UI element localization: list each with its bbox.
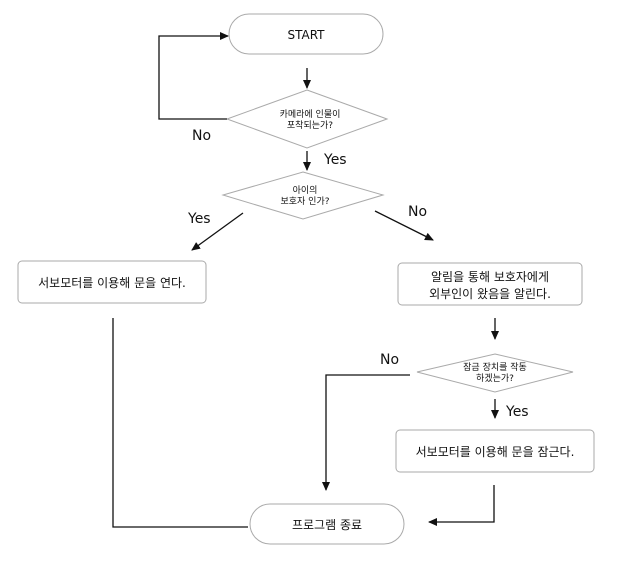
lock-door-label: 서보모터를 이용해 문을 잠근다. <box>416 445 575 459</box>
notify-guardian-line2: 외부인이 왔음을 알린다. <box>429 286 551 301</box>
edge-label-lock-no: No <box>380 352 399 368</box>
edge-label-guardian-no: No <box>408 204 427 220</box>
connector-guardian-yes <box>191 212 244 251</box>
edge-label-camera-no: No <box>192 128 211 144</box>
edge-label-lock-yes: Yes <box>505 404 529 420</box>
edge-label-camera-yes: Yes <box>323 152 347 168</box>
end-label: 프로그램 종료 <box>292 518 362 532</box>
guardian-decision-line2: 보호자 인가? <box>280 196 329 207</box>
lock-decision: 잠금 장치를 작동 하겠는가? <box>416 353 574 393</box>
connector-open-door-to-end <box>112 318 248 528</box>
connector-guardian-no <box>374 210 434 241</box>
camera-decision-line1: 카메라에 인물이 <box>280 109 341 120</box>
lock-door-node: 서보모터를 이용해 문을 잠근다. <box>395 429 595 473</box>
edge-label-guardian-yes: Yes <box>187 211 211 227</box>
start-node: START <box>228 13 384 55</box>
lock-decision-line2: 하겠는가? <box>476 373 514 384</box>
end-node: 프로그램 종료 <box>249 503 405 545</box>
notify-guardian-line1: 알림을 통해 보호자에게 <box>431 270 549 284</box>
notify-guardian-node: 알림을 통해 보호자에게 외부인이 왔음을 알린다. <box>397 262 583 306</box>
connector-camera-no-loop <box>158 32 229 120</box>
start-label: START <box>287 28 325 42</box>
guardian-decision-line1: 아이의 <box>293 185 318 196</box>
open-door-label: 서보모터를 이용해 문을 연다. <box>38 276 186 290</box>
lock-decision-line1: 잠금 장치를 작동 <box>463 361 527 373</box>
open-door-node: 서보모터를 이용해 문을 연다. <box>17 260 207 304</box>
camera-decision: 카메라에 인물이 포착되는가? <box>225 89 389 149</box>
camera-decision-line2: 포착되는가? <box>287 120 333 131</box>
guardian-decision: 아이의 보호자 인가? <box>221 171 385 220</box>
connector-lock-door-to-end <box>428 485 495 526</box>
connector-lock-no <box>322 374 410 491</box>
